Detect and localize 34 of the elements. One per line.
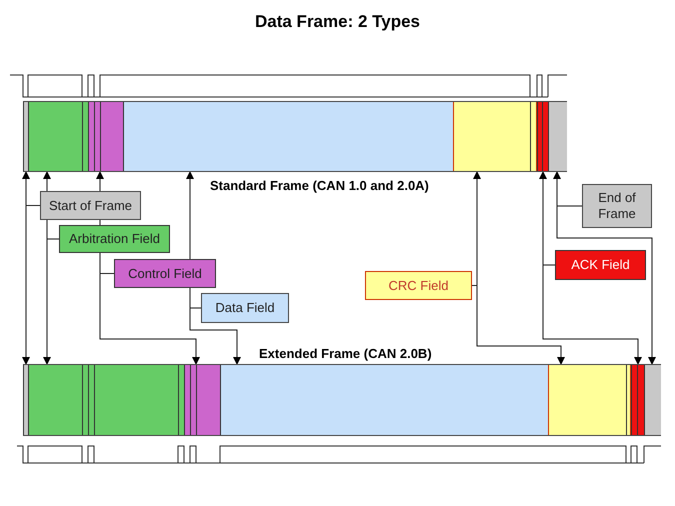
leader-arrow bbox=[43, 238, 60, 366]
frame-bar bbox=[23, 364, 661, 436]
field-label-box: Data Field bbox=[201, 293, 289, 323]
field-segment bbox=[23, 365, 28, 435]
field-segment bbox=[631, 365, 644, 435]
field-segment bbox=[23, 102, 28, 171]
frame-caption: Extended Frame (CAN 2.0B) bbox=[259, 346, 432, 361]
field-segment bbox=[123, 102, 453, 171]
leader-arrow bbox=[542, 264, 642, 366]
leader-arrow bbox=[100, 273, 200, 366]
field-label-box: Control Field bbox=[114, 259, 216, 288]
leader-arrow bbox=[472, 285, 565, 366]
field-segment bbox=[453, 102, 537, 171]
field-segment bbox=[548, 365, 631, 435]
field-label-box: ACK Field bbox=[555, 250, 646, 280]
field-segment bbox=[548, 102, 567, 171]
diagram-title: Data Frame: 2 Types bbox=[254, 12, 422, 32]
field-segment bbox=[28, 365, 184, 435]
field-label-box: Arbitration Field bbox=[59, 225, 170, 253]
frame-caption: Standard Frame (CAN 1.0 and 2.0A) bbox=[210, 178, 429, 193]
field-label-box: End of Frame bbox=[582, 184, 652, 228]
leader-arrow bbox=[556, 206, 656, 366]
field-segment bbox=[644, 365, 661, 435]
field-segment bbox=[220, 365, 548, 435]
leader-arrow bbox=[22, 205, 40, 366]
field-label-box: Start of Frame bbox=[40, 191, 141, 220]
field-segment bbox=[537, 102, 548, 171]
field-segment bbox=[28, 102, 88, 171]
field-segment bbox=[184, 365, 220, 435]
leader-arrow bbox=[190, 308, 241, 366]
frame-bar bbox=[23, 101, 567, 172]
field-segment bbox=[88, 102, 123, 171]
leader-arrow bbox=[472, 170, 481, 286]
field-label-box: CRC Field bbox=[365, 271, 472, 300]
